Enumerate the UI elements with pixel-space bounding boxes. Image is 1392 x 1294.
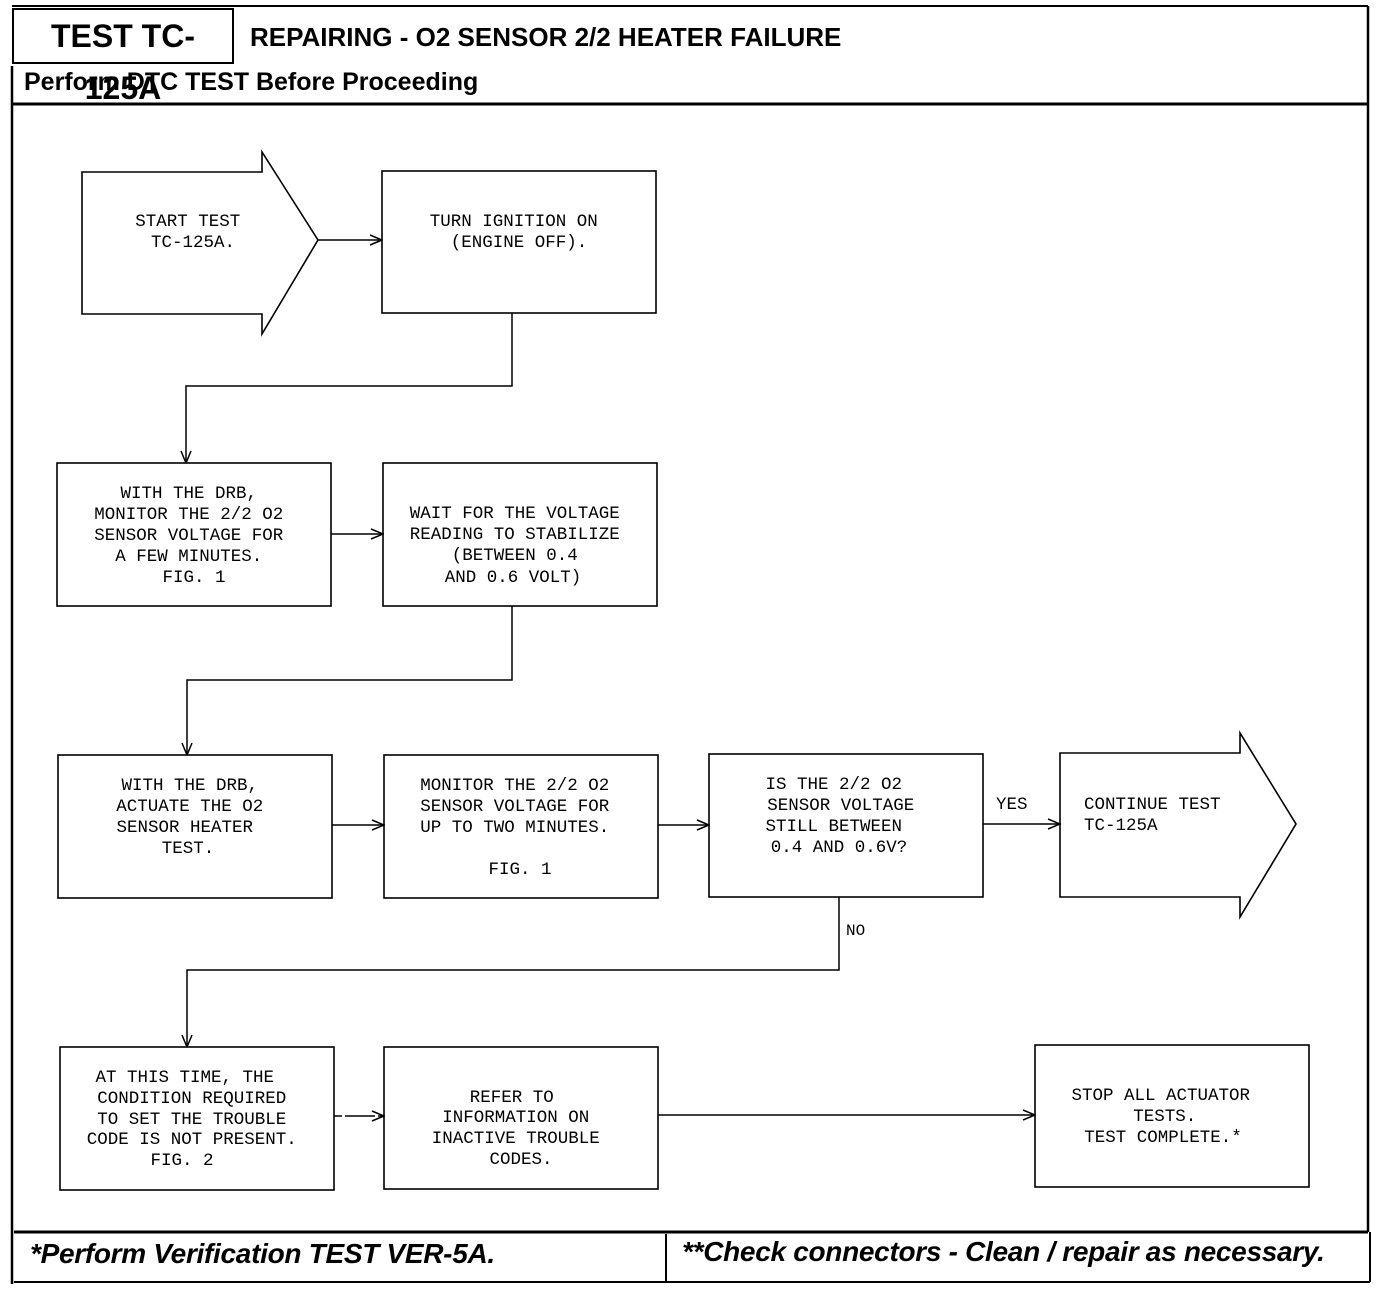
arrow-wait-to-actuate: [187, 606, 513, 755]
wait-box: [382, 462, 658, 607]
monitor-few-text: WITH THE DRB, MONITOR THE 2/2 O2 SENSOR …: [94, 484, 294, 588]
wait-text: WAIT FOR THE VOLTAGE READING TO STABILIZ…: [410, 504, 631, 588]
no-label: NO: [846, 922, 865, 940]
decision-box: [708, 753, 984, 898]
page-title: REPAIRING - O2 SENSOR 2/2 HEATER FAILURE: [250, 22, 842, 52]
condition-box: [59, 1046, 335, 1191]
monitor-few-box: [56, 462, 332, 607]
footer-verification-note: *Perform Verification TEST VER-5A.: [30, 1238, 495, 1269]
stop-box: [1034, 1044, 1310, 1188]
actuate-text: WITH THE DRB, ACTUATE THE O2 SENSOR HEAT…: [116, 776, 274, 859]
ignition-box: [381, 170, 657, 314]
decision-text: IS THE 2/2 O2 SENSOR VOLTAGE STILL BETWE…: [765, 775, 924, 858]
ignition-text: TURN IGNITION ON (ENGINE OFF).: [430, 212, 609, 253]
start-text: START TEST TC-125A.: [135, 212, 251, 253]
footer-connectors-note: **Check connectors - Clean / repair as n…: [682, 1236, 1325, 1267]
actuate-box: [57, 754, 333, 899]
condition-text: AT THIS TIME, THE CONDITION REQUIRED TO …: [87, 1068, 308, 1171]
frame: [10, 5, 1371, 1284]
stop-text: STOP ALL ACTUATOR TESTS. TEST COMPLETE.*: [1071, 1086, 1260, 1148]
yes-label: YES: [996, 795, 1028, 815]
arrow-no: [187, 897, 840, 1047]
refer-text: REFER TO INFORMATION ON INACTIVE TROUBLE…: [432, 1088, 611, 1170]
start-arrow-shape: [81, 149, 319, 337]
monitor-two-text: MONITOR THE 2/2 O2 SENSOR VOLTAGE FOR UP…: [420, 776, 620, 880]
continue-text: CONTINUE TEST TC-125A: [1084, 795, 1231, 836]
refer-box: [383, 1046, 659, 1190]
continue-arrow-shape: [1059, 730, 1297, 920]
test-id: TEST TC-125A: [12, 8, 234, 106]
arrow-ignition-to-monitor: [186, 313, 513, 463]
procedure-note: Perform DTC TEST Before Proceeding: [24, 68, 479, 96]
